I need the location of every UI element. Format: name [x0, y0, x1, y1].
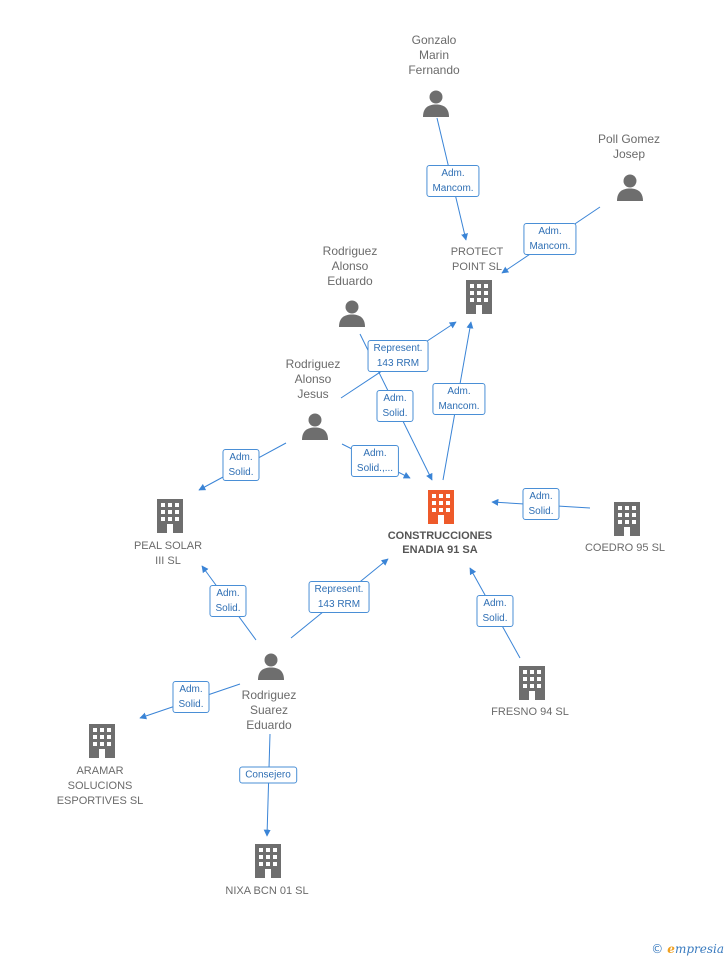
- edge-label-line: Adm.: [441, 168, 465, 179]
- name-line: PROTECT: [450, 246, 504, 258]
- company-name-peal[interactable]: PEAL SOLAR III SL: [134, 539, 202, 569]
- edge-label-line: Solid.,...: [356, 463, 394, 474]
- edge-label-line: Adm.: [363, 448, 387, 459]
- edge-label-line: Adm.: [179, 684, 203, 695]
- edge-label-line: Solid.: [528, 506, 554, 517]
- company-name-coedro[interactable]: COEDRO 95 SL: [585, 541, 665, 556]
- person-name-jesus[interactable]: Rodriguez Alonso Jesus: [286, 357, 341, 402]
- edge-label-suarez-main[interactable]: Represent. 143 RRM: [308, 581, 370, 613]
- brand-initial: e: [667, 942, 675, 956]
- name-line: ESPORTIVES SL: [56, 795, 144, 807]
- edge-label-line: 143 RRM: [317, 599, 361, 610]
- name-line: Suarez: [249, 703, 289, 717]
- name-line: PEAL SOLAR: [133, 540, 203, 552]
- name-line: Eduardo: [246, 718, 292, 732]
- edge-label-line: 143 RRM: [376, 358, 420, 369]
- edge-label-line: Adm.: [529, 491, 553, 502]
- name-line: Alonso: [331, 259, 369, 273]
- company-name-protect[interactable]: PROTECT POINT SL: [451, 245, 504, 275]
- name-line: COEDRO 95 SL: [584, 542, 666, 554]
- name-line: ARAMAR: [76, 765, 124, 777]
- edge-label-line: Solid.: [215, 603, 241, 614]
- person-icon-poll[interactable]: [615, 172, 645, 202]
- name-line: POINT SL: [452, 261, 502, 273]
- edge-label-line: Represent.: [373, 343, 423, 354]
- edge-label-fresno-main[interactable]: Adm. Solid.: [476, 595, 514, 627]
- edge-label-line: Adm.: [229, 452, 253, 463]
- edge-label-suarez-nixa[interactable]: Consejero: [239, 766, 297, 784]
- name-line: Fernando: [408, 63, 460, 77]
- name-line: III SL: [155, 555, 181, 567]
- edge-label-line: Mancom.: [438, 401, 480, 412]
- company-name-fresno[interactable]: FRESNO 94 SL: [491, 705, 569, 720]
- edge-label-line: Adm.: [383, 393, 407, 404]
- building-icon-aramar[interactable]: [87, 724, 117, 758]
- edge-label-line: Mancom.: [432, 183, 474, 194]
- edge-label-line: Consejero: [245, 769, 291, 781]
- building-icon-peal[interactable]: [155, 499, 185, 533]
- name-line: Rodriguez: [241, 688, 297, 702]
- edge-label-coedro-main[interactable]: Adm. Solid.: [522, 488, 560, 520]
- edge-label-line: Adm.: [447, 386, 471, 397]
- building-icon-coedro[interactable]: [612, 502, 642, 536]
- company-name-aramar[interactable]: ARAMAR SOLUCIONS ESPORTIVES SL: [57, 764, 144, 809]
- edge-label-line: Solid.: [482, 613, 508, 624]
- edge-label-line: Solid.: [228, 467, 254, 478]
- edge-label-suarez-peal[interactable]: Adm. Solid.: [209, 585, 247, 617]
- edge-label-main-protect[interactable]: Adm. Mancom.: [432, 383, 486, 415]
- name-line: Rodriguez: [285, 357, 341, 371]
- person-name-poll[interactable]: Poll Gomez Josep: [598, 132, 660, 162]
- person-icon-jesus[interactable]: [300, 411, 330, 441]
- edge-label-eduardo-main[interactable]: Adm. Solid.: [376, 390, 414, 422]
- edge-label-suarez-aramar[interactable]: Adm. Solid.: [172, 681, 210, 713]
- edge-label-line: Solid.: [178, 699, 204, 710]
- name-line: Josep: [612, 147, 646, 161]
- edge-label-poll-protect[interactable]: Adm. Mancom.: [523, 223, 577, 255]
- name-line: NIXA BCN 01 SL: [225, 885, 309, 897]
- edge-label-line: Adm.: [483, 598, 507, 609]
- building-icon-main[interactable]: [426, 490, 456, 524]
- name-line: CONSTRUCCIONES: [387, 530, 493, 542]
- copyright-icon: ©: [651, 942, 664, 956]
- edge-label-jesus-protect[interactable]: Represent. 143 RRM: [367, 340, 429, 372]
- person-icon-gonzalo[interactable]: [421, 88, 451, 118]
- building-icon-fresno[interactable]: [517, 666, 547, 700]
- name-line: Rodriguez: [322, 244, 378, 258]
- name-line: Eduardo: [327, 274, 373, 288]
- person-name-eduardo-alonso[interactable]: Rodriguez Alonso Eduardo: [323, 244, 378, 289]
- name-line: Marin: [418, 48, 449, 62]
- name-line: ENADIA 91 SA: [402, 544, 478, 556]
- person-name-gonzalo[interactable]: Gonzalo Marin Fernando: [408, 33, 459, 78]
- person-icon-eduardo-alonso[interactable]: [337, 298, 367, 328]
- edge-label-gonzalo-protect[interactable]: Adm. Mancom.: [426, 165, 480, 197]
- edge-label-line: Mancom.: [529, 241, 571, 252]
- building-icon-nixa[interactable]: [253, 844, 283, 878]
- name-line: Poll Gomez: [597, 132, 661, 146]
- name-line: Gonzalo: [411, 33, 457, 47]
- edge-label-line: Adm.: [216, 588, 240, 599]
- edge-label-jesus-main[interactable]: Adm. Solid.,...: [350, 445, 400, 477]
- name-line: FRESNO 94 SL: [491, 706, 569, 718]
- name-line: Alonso: [294, 372, 332, 386]
- name-line: Jesus: [297, 387, 329, 401]
- name-line: SOLUCIONS: [67, 780, 133, 792]
- edge-label-jesus-peal[interactable]: Adm. Solid.: [222, 449, 260, 481]
- person-icon-suarez[interactable]: [256, 651, 286, 681]
- building-icon-protect[interactable]: [464, 280, 494, 314]
- edge-suarez-nixa: [263, 733, 271, 837]
- edge-label-line: Adm.: [538, 226, 562, 237]
- company-name-main[interactable]: CONSTRUCCIONES ENADIA 91 SA: [388, 529, 493, 557]
- brand-footer[interactable]: ©empresia: [651, 942, 724, 956]
- edge-label-line: Represent.: [314, 584, 364, 595]
- person-name-suarez[interactable]: Rodriguez Suarez Eduardo: [242, 688, 297, 733]
- brand-name: mpresia: [674, 942, 724, 956]
- company-name-nixa[interactable]: NIXA BCN 01 SL: [225, 884, 308, 899]
- edge-label-line: Solid.: [382, 408, 408, 419]
